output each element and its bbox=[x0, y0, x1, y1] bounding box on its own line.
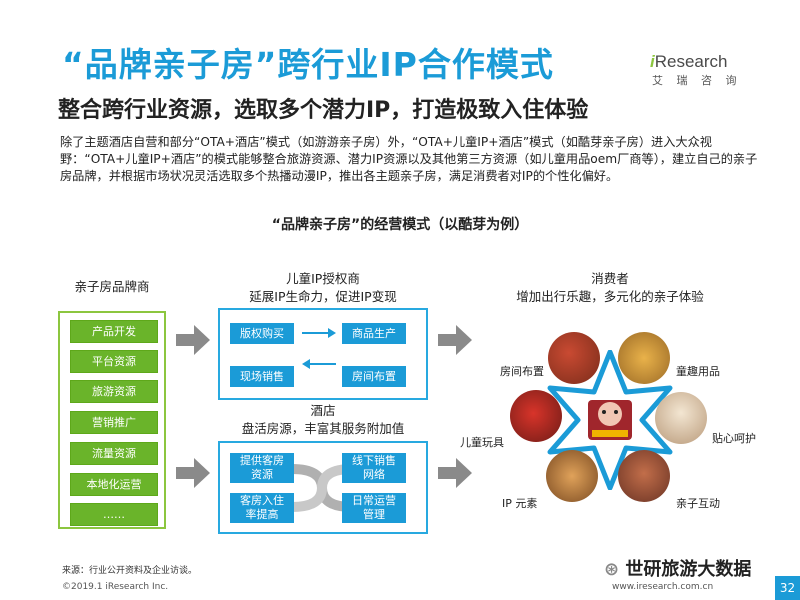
ip-box-sales: 现场销售 bbox=[230, 366, 294, 387]
consumer-title: 消费者 bbox=[591, 271, 629, 286]
page-subtitle: 整合跨行业资源，选取多个潜力IP，打造极致入住体验 bbox=[58, 98, 589, 123]
arrow-right-icon bbox=[176, 458, 210, 488]
source-note: 来源：行业公开资料及企业访谈。 bbox=[62, 566, 198, 576]
hotel-panel: 提供客房 资源 线下销售 网络 客房入住 率提高 日常运营 管理 bbox=[218, 441, 428, 534]
consumer-label: 亲子互动 bbox=[676, 497, 720, 510]
hotel-box-operations: 日常运营 管理 bbox=[342, 493, 406, 523]
brand-item: 流量资源 bbox=[70, 442, 158, 465]
brand-item: …… bbox=[70, 503, 158, 526]
brand-item: 本地化运营 bbox=[70, 473, 158, 496]
ip-licensor-subtitle: 延展IP生命力，促进IP变现 bbox=[249, 289, 397, 304]
brand-item: 旅游资源 bbox=[70, 380, 158, 403]
consumer-label: 童趣用品 bbox=[676, 365, 720, 378]
arrow-left-icon bbox=[302, 359, 336, 369]
ip-licensor-title: 儿童IP授权商 bbox=[286, 271, 360, 286]
wechat-icon: ⊛ bbox=[604, 559, 620, 580]
cross-arrows-graphic bbox=[292, 464, 352, 512]
diagram-title: “品牌亲子房”的经营模式（以酷芽为例） bbox=[271, 217, 529, 233]
watermark: ⊛ 世研旅游大数据 bbox=[604, 559, 752, 580]
arrow-right-icon bbox=[176, 325, 210, 355]
photo-room-layout bbox=[548, 332, 600, 384]
iresearch-logo: iResearch 艾 瑞 咨 询 bbox=[650, 52, 742, 87]
arrow-right-icon bbox=[438, 325, 472, 355]
page-number: 32 bbox=[775, 576, 800, 600]
brand-column-title: 亲子房品牌商 bbox=[74, 279, 150, 294]
photo-ip-elements bbox=[546, 450, 598, 502]
brand-item: 平台资源 bbox=[70, 350, 158, 373]
website-url: www.iresearch.com.cn bbox=[612, 582, 714, 592]
ip-box-room-layout: 房间布置 bbox=[342, 366, 406, 387]
hotel-title: 酒店 bbox=[310, 403, 336, 418]
brand-item: 营销推广 bbox=[70, 411, 158, 434]
brand-resource-panel: 产品开发 平台资源 旅游资源 营销推广 流量资源 本地化运营 …… bbox=[58, 311, 166, 529]
hotel-box-occupancy: 客房入住 率提高 bbox=[230, 493, 294, 523]
hotel-box-rooms: 提供客房 资源 bbox=[230, 453, 294, 483]
consumer-label: 贴心呵护 bbox=[712, 432, 756, 445]
ip-box-goods: 商品生产 bbox=[342, 323, 406, 344]
arrow-right-icon bbox=[438, 458, 472, 488]
photo-family-interaction bbox=[618, 450, 670, 502]
consumer-label: IP 元素 bbox=[502, 497, 538, 510]
photo-care bbox=[655, 392, 707, 444]
photo-kids-supplies bbox=[618, 332, 670, 384]
intro-paragraph: 除了主题酒店自营和部分“OTA+酒店”模式（如游游亲子房）外，“OTA+儿童IP… bbox=[60, 135, 758, 183]
consumer-label: 房间布置 bbox=[500, 365, 544, 378]
hotel-box-offline-sales: 线下销售 网络 bbox=[342, 453, 406, 483]
brand-item: 产品开发 bbox=[70, 320, 158, 343]
ip-licensor-panel: 版权购买 商品生产 现场销售 房间布置 bbox=[218, 308, 428, 400]
copyright: ©2019.1 iResearch Inc. bbox=[62, 582, 169, 592]
arrow-right-icon bbox=[302, 328, 336, 338]
consumer-label: 儿童玩具 bbox=[460, 436, 504, 449]
star-graphic bbox=[547, 350, 673, 490]
page-title: “品牌亲子房”跨行业IP合作模式 bbox=[62, 45, 554, 84]
ip-box-copyright: 版权购买 bbox=[230, 323, 294, 344]
photo-toys bbox=[510, 390, 562, 442]
consumer-subtitle: 增加出行乐趣，多元化的亲子体验 bbox=[516, 289, 704, 304]
hotel-subtitle: 盘活房源，丰富其服务附加值 bbox=[241, 421, 405, 436]
